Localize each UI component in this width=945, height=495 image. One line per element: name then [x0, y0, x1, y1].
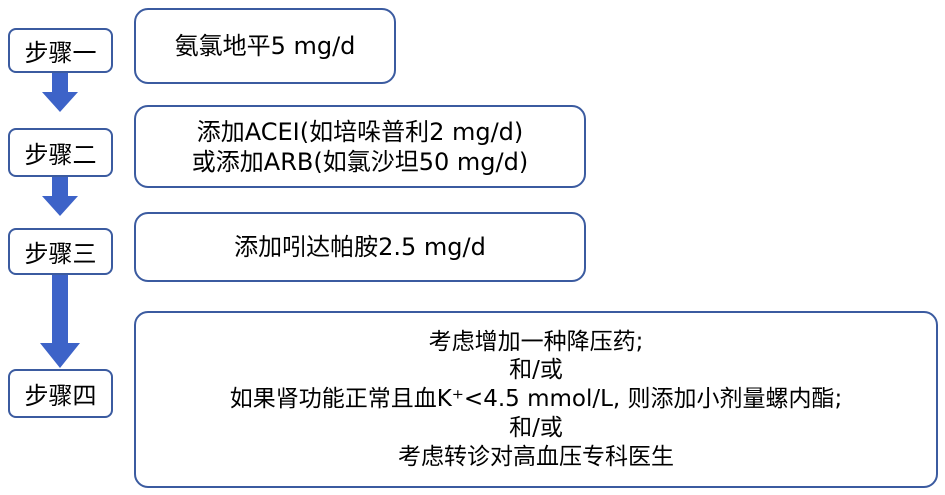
step-2-line-2: 或添加ARB(如氯沙坦50 mg/d)	[191, 147, 529, 176]
step-1-line-1: 氨氯地平5 mg/d	[174, 32, 356, 60]
step-label-1: 步骤一	[8, 28, 113, 73]
step-4-line-4: 和/或	[509, 414, 563, 441]
arrow-step3-to-step4	[40, 275, 80, 368]
step-label-4: 步骤四	[8, 369, 113, 418]
step-label-1-text: 步骤一	[24, 39, 97, 67]
step-box-4: 考虑增加一种降压药; 和/或 如果肾功能正常且血K⁺<4.5 mmol/L, 则…	[134, 311, 938, 488]
step-4-line-3: 如果肾功能正常且血K⁺<4.5 mmol/L, 则添加小剂量螺内酯;	[229, 386, 843, 413]
arrow-step2-to-step3	[42, 177, 78, 216]
step-4-line-1: 考虑增加一种降压药;	[428, 328, 644, 355]
step-label-2-text: 步骤二	[24, 141, 97, 169]
step-label-2: 步骤二	[8, 128, 113, 177]
step-box-2: 添加ACEI(如培哚普利2 mg/d) 或添加ARB(如氯沙坦50 mg/d)	[134, 105, 586, 188]
step-label-3-text: 步骤三	[24, 240, 97, 268]
step-label-4-text: 步骤四	[24, 382, 97, 410]
step-2-line-1: 添加ACEI(如培哚普利2 mg/d)	[196, 117, 524, 146]
step-4-line-5: 考虑转诊对高血压专科医生	[398, 443, 674, 470]
step-4-line-2: 和/或	[509, 357, 563, 384]
arrow-step1-to-step2	[42, 73, 78, 112]
step-label-3: 步骤三	[8, 228, 113, 275]
step-box-3: 添加吲达帕胺2.5 mg/d	[134, 212, 586, 282]
step-3-line-1: 添加吲达帕胺2.5 mg/d	[234, 233, 486, 261]
step-box-1: 氨氯地平5 mg/d	[134, 8, 396, 84]
